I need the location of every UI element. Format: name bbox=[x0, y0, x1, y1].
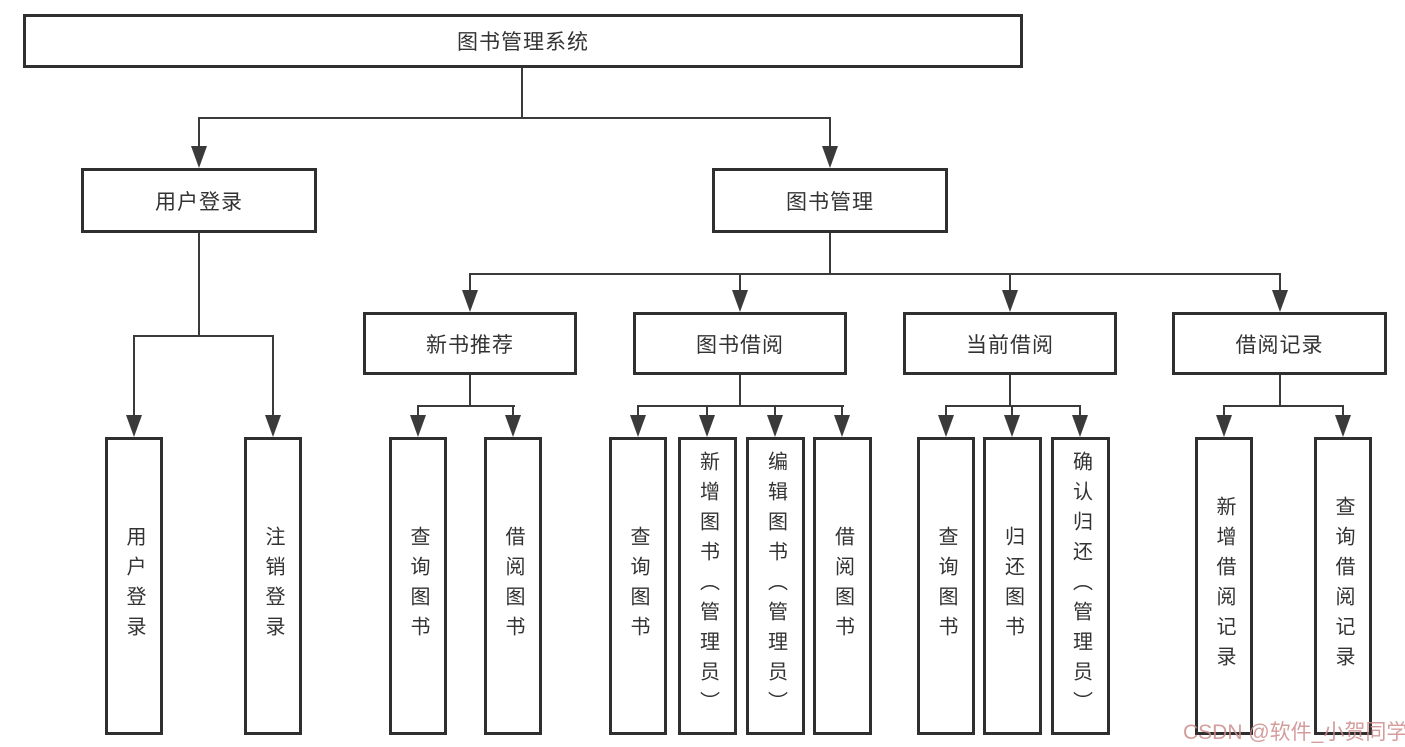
leaf-add-borrow-record: 新增借阅记录 bbox=[1195, 437, 1253, 735]
leaf-label: 用户登录 bbox=[123, 526, 145, 646]
arrow-down-icon bbox=[1335, 415, 1351, 437]
connector-line bbox=[829, 233, 831, 275]
node-book-management: 图书管理 bbox=[712, 168, 948, 233]
arrow-down-icon bbox=[834, 415, 850, 437]
connector-line bbox=[1223, 405, 1225, 419]
leaf-logout: 注销登录 bbox=[244, 437, 302, 735]
arrow-down-icon bbox=[191, 146, 207, 168]
arrow-down-icon bbox=[1004, 415, 1020, 437]
arrow-down-icon bbox=[699, 415, 715, 437]
connector-line bbox=[469, 273, 1281, 275]
node-user-login: 用户登录 bbox=[81, 168, 317, 233]
leaf-label: 注销登录 bbox=[262, 526, 284, 646]
leaf-add-book-admin: 新增图书（管理员） bbox=[678, 437, 737, 735]
leaf-label: 确认归还（管理员） bbox=[1069, 451, 1092, 721]
leaf-label: 查询图书 bbox=[627, 526, 649, 646]
leaf-label: 归还图书 bbox=[1001, 526, 1024, 646]
arrow-down-icon bbox=[462, 290, 478, 312]
arrow-down-icon bbox=[732, 290, 748, 312]
arrow-down-icon bbox=[505, 415, 521, 437]
arrow-down-icon bbox=[126, 415, 142, 437]
leaf-borrow-books-borrow: 借阅图书 bbox=[813, 437, 872, 735]
leaf-label: 新增图书（管理员） bbox=[696, 451, 719, 721]
arrow-down-icon bbox=[1272, 290, 1288, 312]
connector-line bbox=[469, 375, 471, 407]
arrow-down-icon bbox=[1072, 415, 1088, 437]
leaf-label: 查询图书 bbox=[935, 526, 957, 646]
connector-line bbox=[198, 233, 200, 337]
connector-line bbox=[841, 405, 843, 419]
connector-line bbox=[1342, 405, 1344, 419]
connector-line bbox=[706, 405, 708, 419]
leaf-query-books-newbook: 查询图书 bbox=[389, 437, 447, 735]
leaf-edit-book-admin: 编辑图书（管理员） bbox=[746, 437, 805, 735]
leaf-user-login: 用户登录 bbox=[105, 437, 163, 735]
connector-line bbox=[1009, 273, 1011, 294]
arrow-down-icon bbox=[630, 415, 646, 437]
arrow-down-icon bbox=[410, 415, 426, 437]
arrow-down-icon bbox=[1216, 415, 1232, 437]
leaf-label: 借阅图书 bbox=[502, 526, 524, 646]
connector-line bbox=[133, 335, 274, 337]
arrow-down-icon bbox=[938, 415, 954, 437]
node-borrow-records: 借阅记录 bbox=[1172, 312, 1387, 375]
leaf-label: 编辑图书（管理员） bbox=[764, 451, 787, 721]
node-new-book-recommend: 新书推荐 bbox=[363, 312, 577, 375]
node-current-borrow: 当前借阅 bbox=[903, 312, 1117, 375]
connector-line bbox=[417, 405, 515, 407]
connector-line bbox=[469, 273, 471, 294]
connector-line bbox=[1279, 375, 1281, 407]
connector-line bbox=[774, 405, 776, 419]
connector-line bbox=[739, 375, 741, 407]
leaf-label: 借阅图书 bbox=[831, 526, 854, 646]
connector-line bbox=[1009, 375, 1011, 407]
node-book-borrow: 图书借阅 bbox=[633, 312, 847, 375]
leaf-confirm-return-admin: 确认归还（管理员） bbox=[1051, 437, 1110, 735]
connector-line bbox=[512, 405, 514, 419]
connector-line bbox=[945, 405, 1081, 407]
connector-line bbox=[1079, 405, 1081, 419]
leaf-query-borrow-record: 查询借阅记录 bbox=[1314, 437, 1372, 735]
connector-line bbox=[417, 405, 419, 419]
connector-line bbox=[521, 68, 523, 118]
leaf-label: 查询借阅记录 bbox=[1332, 496, 1354, 676]
connector-line bbox=[945, 405, 947, 419]
connector-line bbox=[1223, 405, 1344, 407]
arrow-down-icon bbox=[767, 415, 783, 437]
node-root: 图书管理系统 bbox=[23, 14, 1023, 68]
leaf-return-book: 归还图书 bbox=[983, 437, 1042, 735]
connector-line bbox=[1011, 405, 1013, 419]
connector-line bbox=[829, 117, 831, 148]
leaf-borrow-books-newbook: 借阅图书 bbox=[484, 437, 542, 735]
leaf-query-books-current: 查询图书 bbox=[917, 437, 975, 735]
connector-line bbox=[133, 335, 135, 417]
connector-line bbox=[1279, 273, 1281, 294]
connector-line bbox=[637, 405, 844, 407]
connector-line bbox=[198, 117, 200, 148]
leaf-query-books-borrow: 查询图书 bbox=[609, 437, 667, 735]
arrow-down-icon bbox=[265, 415, 281, 437]
connector-line bbox=[272, 335, 274, 417]
connector-line bbox=[637, 405, 639, 419]
leaf-label: 查询图书 bbox=[407, 526, 429, 646]
arrow-down-icon bbox=[1002, 290, 1018, 312]
connector-line bbox=[198, 117, 831, 119]
watermark-text: CSDN @软件_小贺同学 bbox=[1183, 721, 1405, 744]
leaf-label: 新增借阅记录 bbox=[1213, 496, 1235, 676]
connector-line bbox=[739, 273, 741, 294]
arrow-down-icon bbox=[822, 146, 838, 168]
